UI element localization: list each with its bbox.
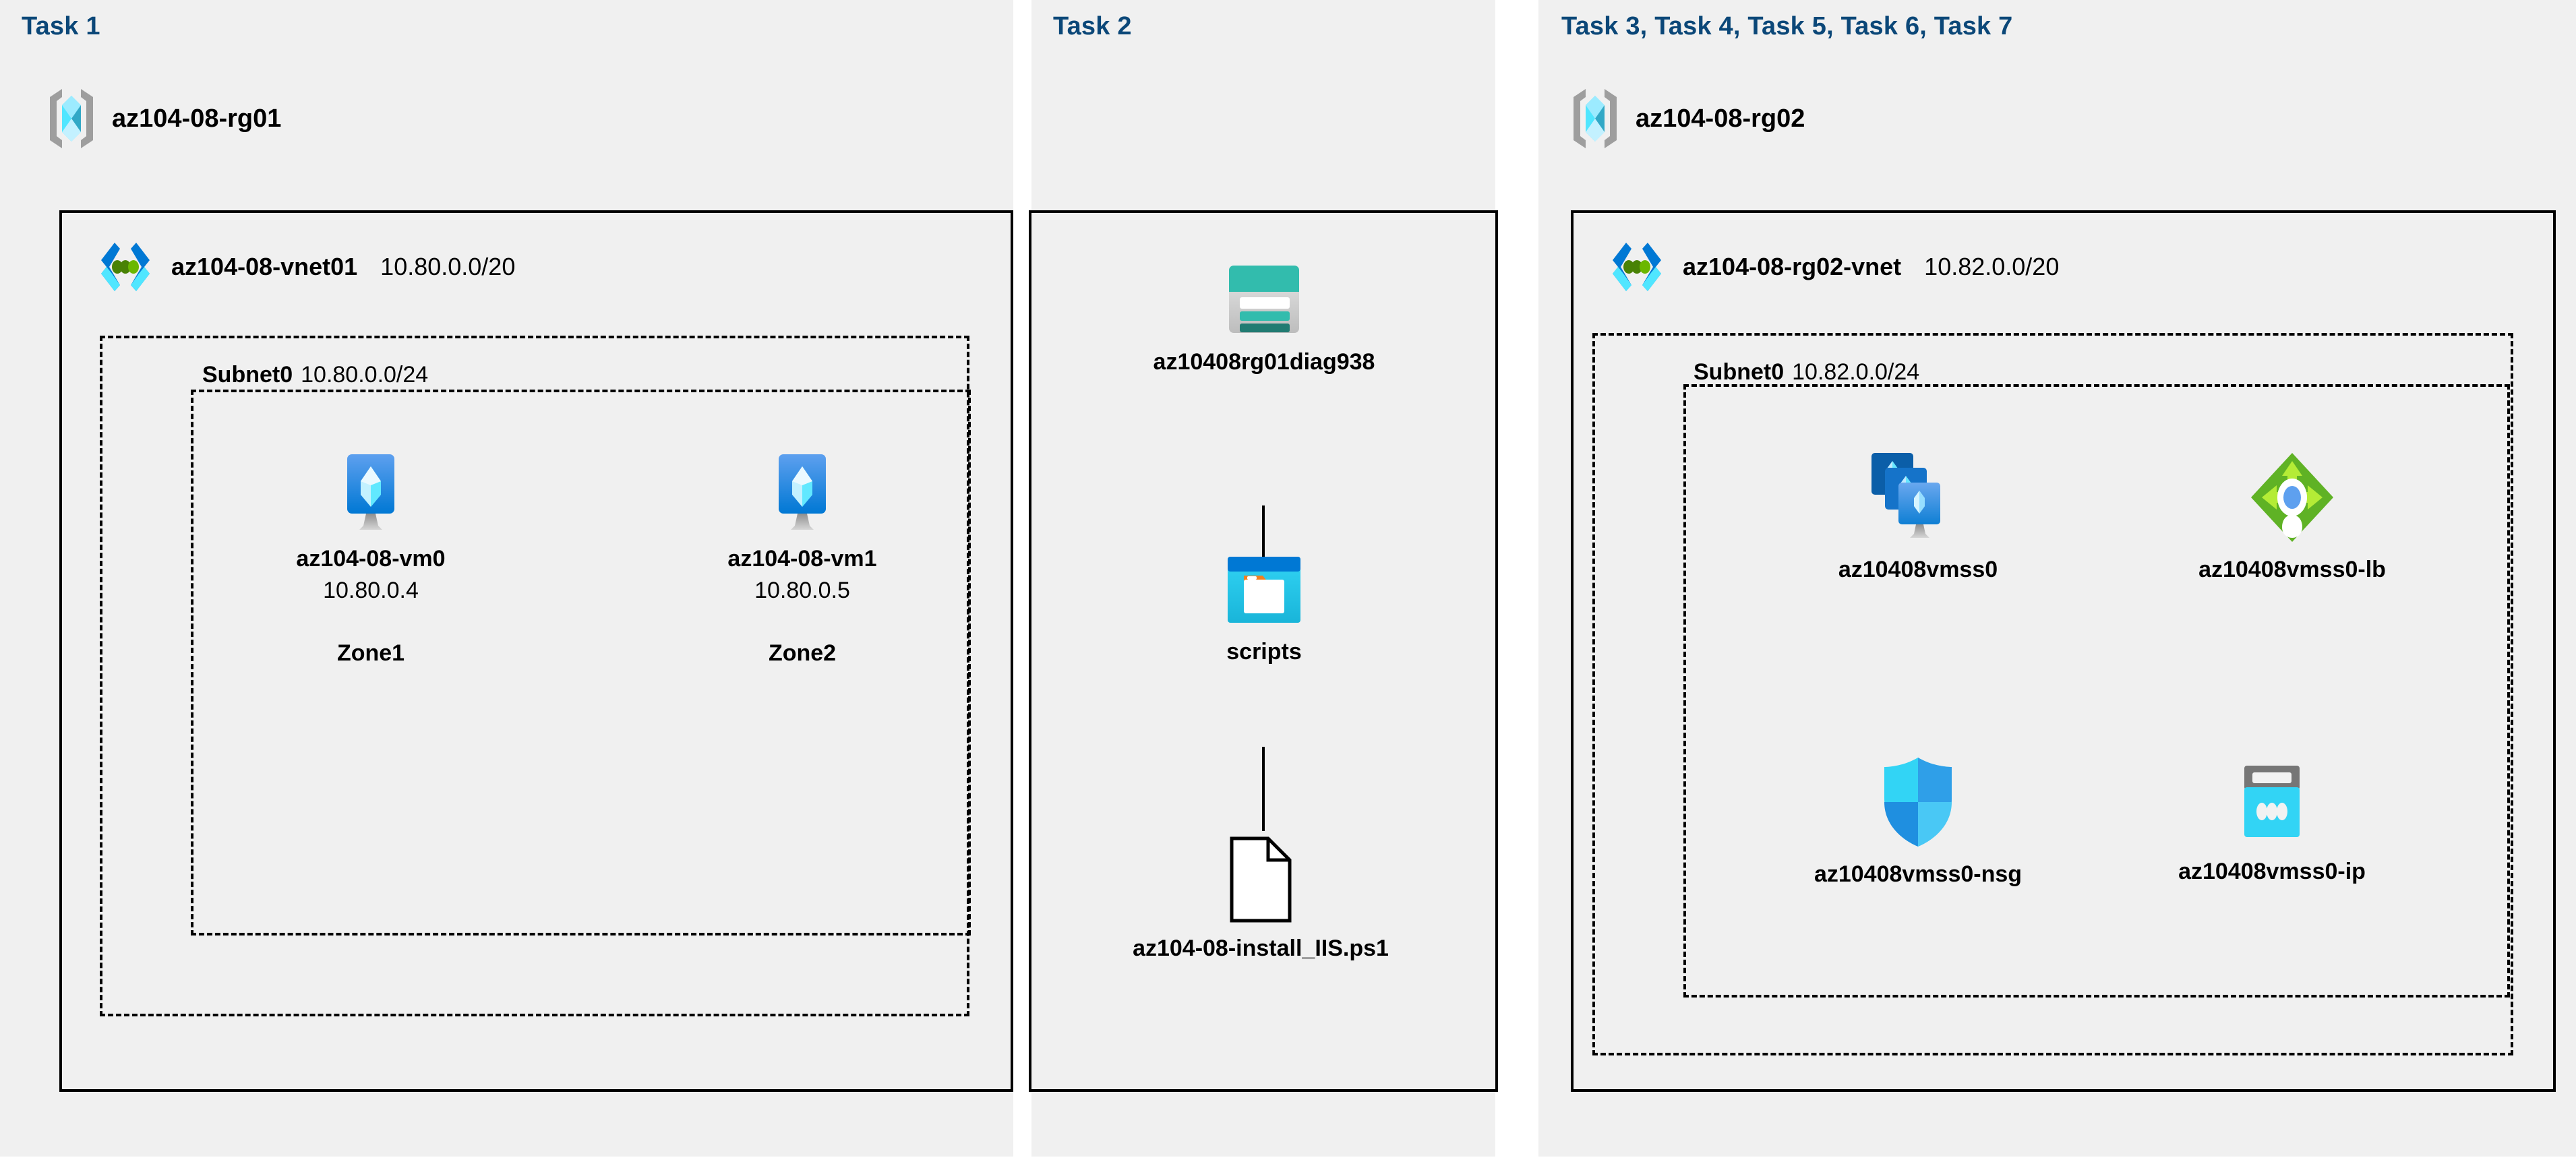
task2-boundary [1029,210,1498,1092]
node-blob-container[interactable]: scripts [1173,553,1355,665]
node-network-security-group[interactable]: az10408vmss0-nsg [1766,755,2070,888]
node-label: az10408rg01diag938 [1153,349,1375,375]
vnet-boundary-1 [59,210,1013,1092]
node-label: scripts [1226,639,1302,665]
blob-container-icon [1224,553,1305,627]
node-zone: Zone1 [336,640,405,666]
resource-group-name: az104-08-rg02 [1636,104,1805,133]
resource-group-icon [47,86,96,151]
subnet-cidr: 10.80.0.0/24 [301,362,429,388]
node-public-ip-address[interactable]: az10408vmss0-ip [2124,762,2420,885]
node-label: az10408vmss0-ip [2178,859,2366,884]
task-label-2: Task 2 [1053,12,1132,40]
subnet-title-2: Subnet0 10.82.0.0/24 [1694,359,1919,386]
node-vm1[interactable]: az104-08-vm1 10.80.0.5 Zone2 [681,453,924,667]
vnet-cidr: 10.80.0.0/20 [380,253,516,280]
virtual-network-icon [1606,236,1668,298]
vnet-name: az104-08-vnet01 [171,253,358,280]
node-script-file[interactable]: az104-08-install_IIS.ps1 [1079,836,1443,962]
resource-group-boundary-inner [1683,384,2510,998]
node-load-balancer[interactable]: az10408vmss0-lb [2144,450,2440,583]
subnet-boundary-2 [1592,333,2513,1055]
vnet-name: az104-08-rg02-vnet [1683,253,1902,280]
resource-group-header-rg01: az104-08-rg01 [47,86,281,151]
file-icon [1224,836,1298,923]
node-label: az10408vmss0-lb [2198,557,2386,582]
vnet-boundary-2 [1571,210,2556,1092]
subnet-cidr: 10.82.0.0/24 [1792,359,1920,385]
node-label: az104-08-vm0 [296,546,446,572]
virtual-machine-icon [334,453,408,534]
connector-container-to-file [1262,747,1265,831]
task-label-3: Task 3, Task 4, Task 5, Task 6, Task 7 [1561,12,2013,40]
resource-group-icon [1571,86,1619,151]
node-ip: 10.80.0.4 [323,578,419,603]
storage-account-icon [1224,263,1305,337]
virtual-network-icon [94,236,156,298]
node-vm0[interactable]: az104-08-vm0 10.80.0.4 Zone1 [249,453,492,667]
resource-group-header-rg02: az104-08-rg02 [1571,86,1805,151]
subnet-title-1: Subnet0 10.80.0.0/24 [202,362,428,388]
node-label: az104-08-install_IIS.ps1 [1133,935,1389,961]
node-label: az10408vmss0-nsg [1814,861,2023,887]
node-storage-account[interactable]: az10408rg01diag938 [1139,263,1389,375]
zone-group-boundary [191,390,971,935]
vnet-cidr: 10.82.0.0/20 [1924,253,2060,280]
subnet-name: Subnet0 [1694,359,1785,385]
load-balancer-icon [2248,450,2336,545]
task-label-1: Task 1 [22,12,100,40]
node-vm-scale-set[interactable]: az10408vmss0 [1780,450,2056,583]
node-label: az10408vmss0 [1838,557,1998,582]
node-zone: Zone2 [768,640,837,666]
node-label: az104-08-vm1 [727,546,877,572]
node-ip: 10.80.0.5 [754,578,850,603]
resource-group-name: az104-08-rg01 [112,104,282,133]
connector-storage-to-container [1262,505,1265,573]
subnet-name: Subnet0 [202,362,293,388]
virtual-machine-icon [765,453,839,534]
vnet-header-2: az104-08-rg02-vnet 10.82.0.0/20 [1606,236,2059,298]
network-security-group-icon [1878,755,1958,849]
public-ip-address-icon [2235,762,2309,847]
vm-scale-set-icon [1867,450,1969,545]
vnet-header-1: az104-08-vnet01 10.80.0.0/20 [94,236,515,298]
